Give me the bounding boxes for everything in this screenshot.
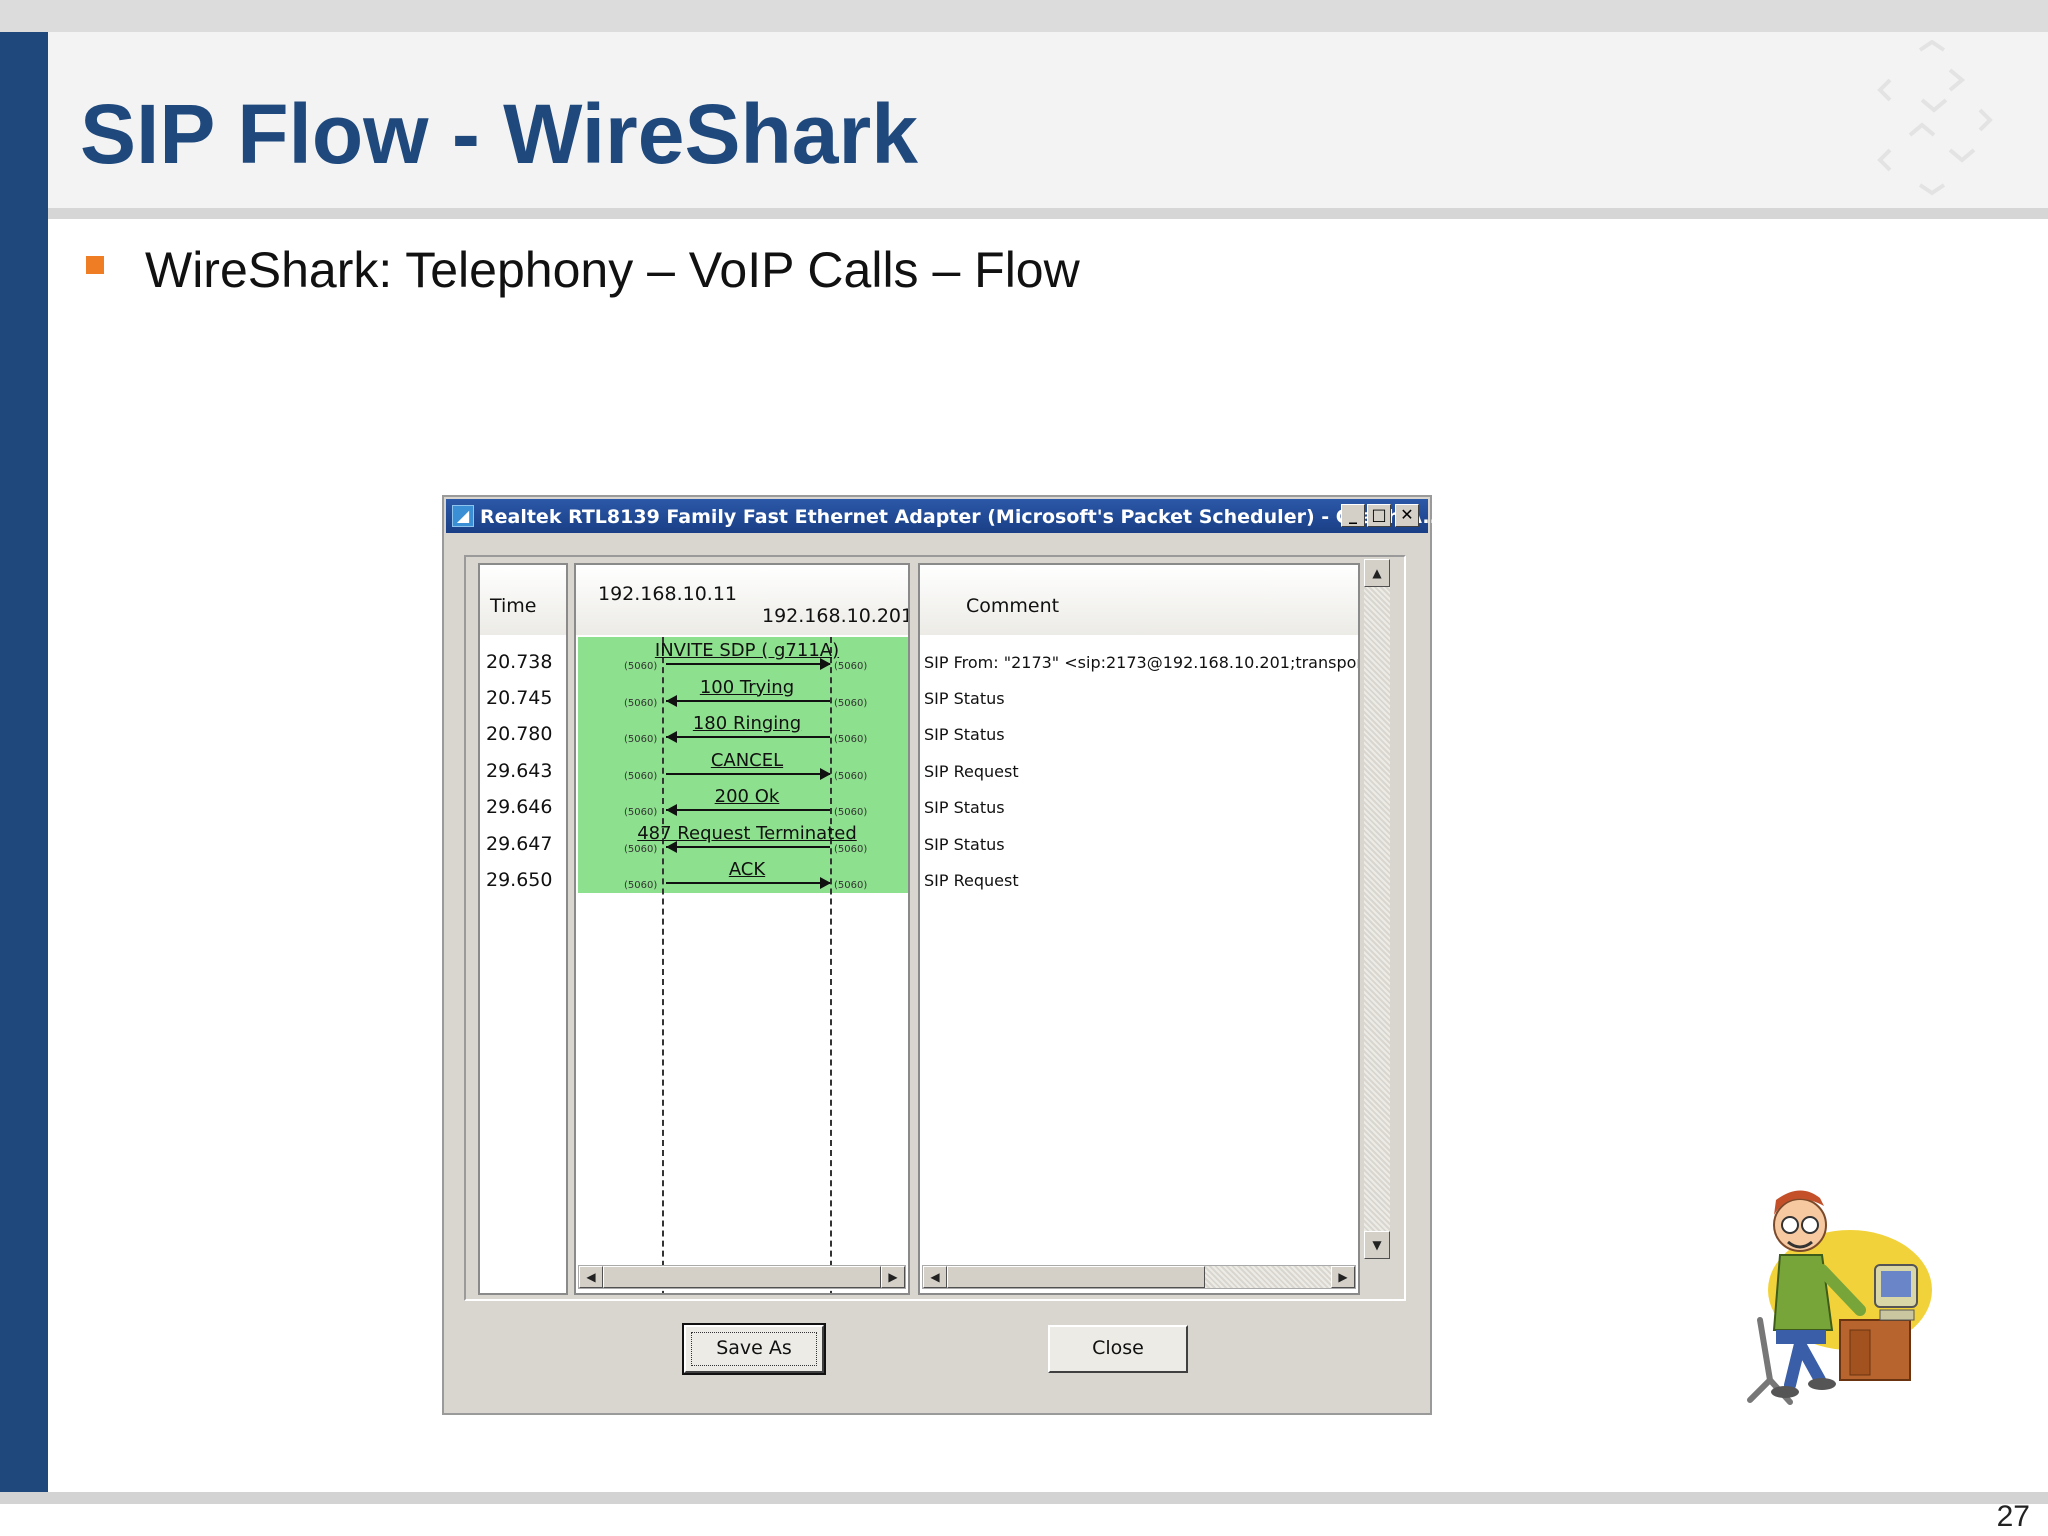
- save-as-button[interactable]: Save As: [682, 1323, 826, 1375]
- port-label-b: (5060): [834, 807, 868, 818]
- comment-horizontal-scrollbar[interactable]: ◀ ▶: [922, 1265, 1356, 1289]
- vertical-scrollbar[interactable]: ▲ ▼: [1364, 559, 1390, 1259]
- sip-message-label[interactable]: ACK: [728, 859, 766, 880]
- sip-message-arrow: [666, 736, 830, 738]
- footer-strip: [0, 1492, 2048, 1504]
- top-strip: [0, 0, 2048, 32]
- comment-row[interactable]: SIP Request: [924, 762, 1019, 781]
- port-label-a: (5060): [624, 843, 658, 855]
- comment-panel-header: [920, 565, 1358, 635]
- arrow-left-icon: [666, 694, 677, 707]
- arrow-right-icon: [820, 877, 831, 889]
- sip-message-label[interactable]: CANCEL: [710, 749, 784, 771]
- port-label-b: (5060): [834, 770, 868, 782]
- focus-ring: [691, 1332, 817, 1366]
- scroll-left-arrow-icon[interactable]: ◀: [579, 1266, 603, 1288]
- scroll-up-arrow-icon[interactable]: ▲: [1364, 559, 1390, 587]
- sip-message-arrow: [666, 845, 830, 848]
- comment-row[interactable]: SIP Status: [924, 725, 1005, 744]
- wireshark-fin-icon: ◢: [452, 505, 474, 527]
- comment-row[interactable]: SIP From: "2173" <sip:2173@192.168.10.20…: [924, 653, 1360, 672]
- scroll-thumb[interactable]: [603, 1266, 881, 1288]
- slide-title: SIP Flow - WireShark: [80, 87, 918, 181]
- host-b-label: 192.168.10.201: [762, 605, 910, 627]
- sip-message-arrow: [666, 772, 830, 775]
- port-label-b: (5060): [834, 697, 868, 709]
- flow-graph-panel: 192.168.10.11 192.168.10.201 INVITE SDP …: [574, 563, 910, 1295]
- bullet-text: WireShark: Telephony – VoIP Calls – Flow: [145, 242, 1080, 298]
- time-panel-header: [480, 565, 566, 635]
- close-window-button[interactable]: ✕: [1395, 504, 1419, 527]
- sip-message-label[interactable]: 200 Ok: [714, 786, 780, 807]
- scroll-left-arrow-icon[interactable]: ◀: [923, 1266, 947, 1288]
- port-label-b: (5060): [834, 843, 868, 855]
- port-label-a: (5060): [624, 661, 658, 672]
- comment-row[interactable]: SIP Status: [924, 835, 1005, 854]
- arrow-left-icon: [666, 804, 677, 816]
- comment-row[interactable]: SIP Status: [924, 798, 1005, 817]
- comment-row[interactable]: SIP Status: [924, 689, 1005, 708]
- decorative-chevrons-icon: [1877, 40, 1993, 196]
- comment-column-header: Comment: [966, 595, 1060, 617]
- sip-message-arrow: [666, 663, 830, 665]
- time-row[interactable]: 29.650: [486, 869, 553, 891]
- flow-highlight: [578, 637, 908, 893]
- port-label-a: (5060): [624, 807, 658, 818]
- scroll-right-arrow-icon[interactable]: ▶: [881, 1266, 905, 1288]
- bullet-marker: [86, 256, 104, 274]
- port-label-b: (5060): [834, 734, 868, 745]
- scroll-track[interactable]: [1205, 1266, 1331, 1288]
- host-a-lifeline: [662, 637, 664, 1293]
- arrow-right-icon: [820, 767, 831, 780]
- port-label-a: (5060): [624, 734, 658, 745]
- port-label-b: (5060): [834, 880, 868, 891]
- time-row[interactable]: 29.646: [486, 796, 553, 818]
- close-label: Close: [1092, 1337, 1144, 1359]
- left-accent-bar: [0, 32, 48, 1492]
- time-row[interactable]: 20.738: [486, 651, 553, 673]
- window-titlebar[interactable]: ◢ Realtek RTL8139 Family Fast Ethernet A…: [446, 499, 1444, 533]
- flow-panel-header: [576, 565, 908, 635]
- scroll-down-arrow-icon[interactable]: ▼: [1364, 1231, 1390, 1259]
- sip-message-label[interactable]: 100 Trying: [699, 676, 795, 698]
- port-label-b: (5060): [834, 661, 868, 672]
- page-number: 27: [1996, 1500, 2030, 1533]
- port-label-a: (5060): [624, 697, 658, 709]
- time-row[interactable]: 20.780: [486, 723, 553, 745]
- arrow-left-icon: [666, 840, 677, 853]
- host-a-label: 192.168.10.11: [598, 583, 738, 605]
- close-button[interactable]: Close: [1048, 1325, 1188, 1373]
- minimize-button[interactable]: _: [1341, 504, 1365, 527]
- time-row[interactable]: 29.643: [486, 760, 553, 782]
- time-row[interactable]: 29.647: [486, 833, 553, 855]
- arrow-right-icon: [820, 658, 831, 670]
- graph-frame: [464, 555, 1406, 1301]
- sip-message-arrow: [666, 809, 830, 811]
- slide-header: [48, 32, 2048, 208]
- time-column-header: Time: [490, 595, 537, 617]
- cartoon-man-at-computer-illustration: [1747, 1190, 1932, 1405]
- scroll-thumb[interactable]: [947, 1266, 1205, 1288]
- sip-message-arrow: [666, 882, 830, 884]
- comment-panel: Comment SIP From: "2173" <sip:2173@192.1…: [918, 563, 1360, 1295]
- window-title: Realtek RTL8139 Family Fast Ethernet Ada…: [480, 506, 1444, 528]
- time-panel: Time 20.738 20.745 20.780 29.643 29.646 …: [478, 563, 568, 1295]
- sip-message-label[interactable]: INVITE SDP ( g711A): [654, 640, 840, 661]
- port-label-a: (5060): [624, 770, 658, 782]
- sip-message-label[interactable]: 487 Request Terminated: [637, 822, 857, 844]
- graph-analysis-window: ◢ Realtek RTL8139 Family Fast Ethernet A…: [442, 495, 1444, 1415]
- maximize-button[interactable]: □: [1367, 504, 1391, 527]
- sip-message-label[interactable]: 180 Ringing: [692, 713, 802, 734]
- header-divider: [48, 208, 2048, 219]
- scroll-right-arrow-icon[interactable]: ▶: [1331, 1266, 1355, 1288]
- time-row[interactable]: 20.745: [486, 687, 553, 709]
- flow-horizontal-scrollbar[interactable]: ◀ ▶: [578, 1265, 906, 1289]
- comment-row[interactable]: SIP Request: [924, 871, 1019, 890]
- arrow-left-icon: [666, 731, 677, 743]
- save-as-label: Save As: [716, 1337, 792, 1359]
- host-b-lifeline: [830, 637, 832, 1293]
- port-label-a: (5060): [624, 880, 658, 891]
- sip-message-arrow: [666, 699, 830, 702]
